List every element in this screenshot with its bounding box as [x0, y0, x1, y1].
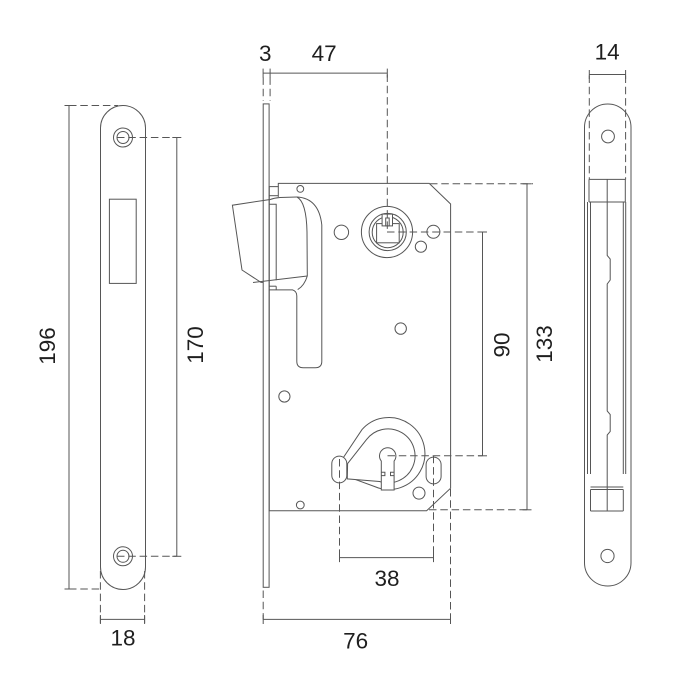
svg-text:170: 170 [183, 326, 208, 364]
svg-text:14: 14 [595, 40, 620, 65]
svg-text:38: 38 [374, 566, 399, 591]
svg-text:47: 47 [312, 41, 337, 66]
svg-text:133: 133 [532, 325, 557, 363]
svg-text:90: 90 [489, 332, 514, 357]
svg-text:196: 196 [35, 327, 60, 365]
svg-text:3: 3 [259, 41, 272, 66]
svg-text:18: 18 [110, 626, 135, 651]
svg-text:76: 76 [343, 629, 368, 654]
